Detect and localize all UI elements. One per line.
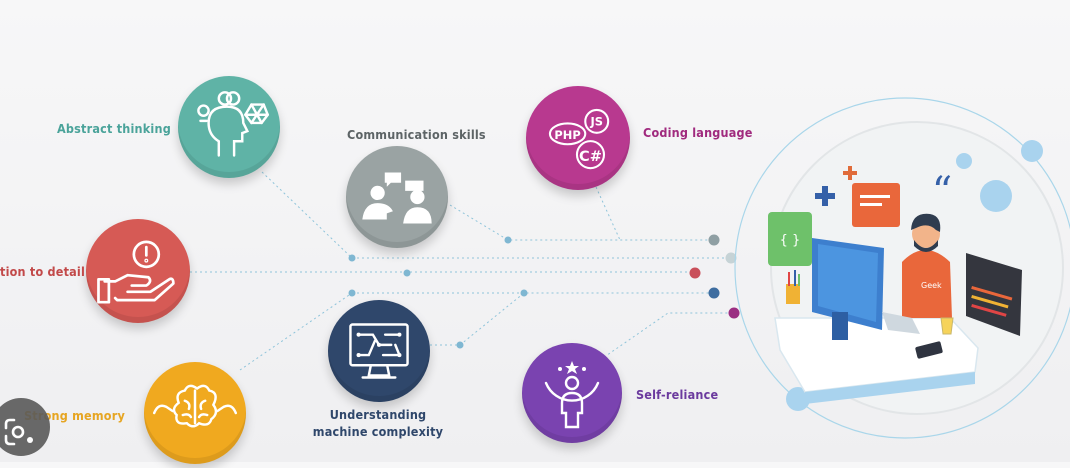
window-code-text: { } bbox=[780, 233, 801, 248]
self-reliance-label: Self-reliance bbox=[636, 387, 719, 402]
person-stars-icon bbox=[544, 361, 600, 429]
connector-dots bbox=[348, 234, 740, 349]
monitor-circuit-icon bbox=[349, 323, 409, 379]
js-text: JS bbox=[589, 115, 603, 129]
lens-button[interactable] bbox=[0, 398, 50, 456]
hand-alert-icon bbox=[97, 240, 175, 304]
abstract-thinking-label: Abstract thinking bbox=[57, 121, 171, 136]
understanding-machine-complexity-node bbox=[328, 300, 430, 402]
illustration: { } “ Geek bbox=[734, 97, 1070, 439]
connector-lines bbox=[190, 171, 734, 371]
coding-language-label: Coding language bbox=[643, 125, 753, 140]
understanding-machine-complexity-label: Understanding machine complexity bbox=[312, 407, 444, 439]
lens-icon bbox=[4, 418, 33, 446]
people-chat-icon bbox=[362, 172, 432, 224]
attention-to-detail-label: tion to detail bbox=[0, 264, 86, 279]
shirt-text: Geek bbox=[921, 281, 942, 290]
communication-skills-node bbox=[346, 146, 448, 248]
php-text: PHP bbox=[554, 128, 580, 142]
brain-head-icon bbox=[197, 91, 270, 157]
code-badges-icon: PHP JS C# bbox=[548, 108, 610, 170]
coding-language-node: PHP JS C# bbox=[526, 86, 630, 190]
strong-memory-node bbox=[144, 362, 246, 464]
svg-text:“: “ bbox=[932, 169, 952, 215]
abstract-thinking-node bbox=[178, 76, 280, 178]
attention-to-detail-node bbox=[86, 219, 190, 323]
communication-skills-label: Communication skills bbox=[347, 127, 486, 142]
self-reliance-node bbox=[522, 343, 622, 443]
brain-muscle-icon bbox=[152, 384, 238, 428]
csharp-text: C# bbox=[579, 148, 602, 165]
